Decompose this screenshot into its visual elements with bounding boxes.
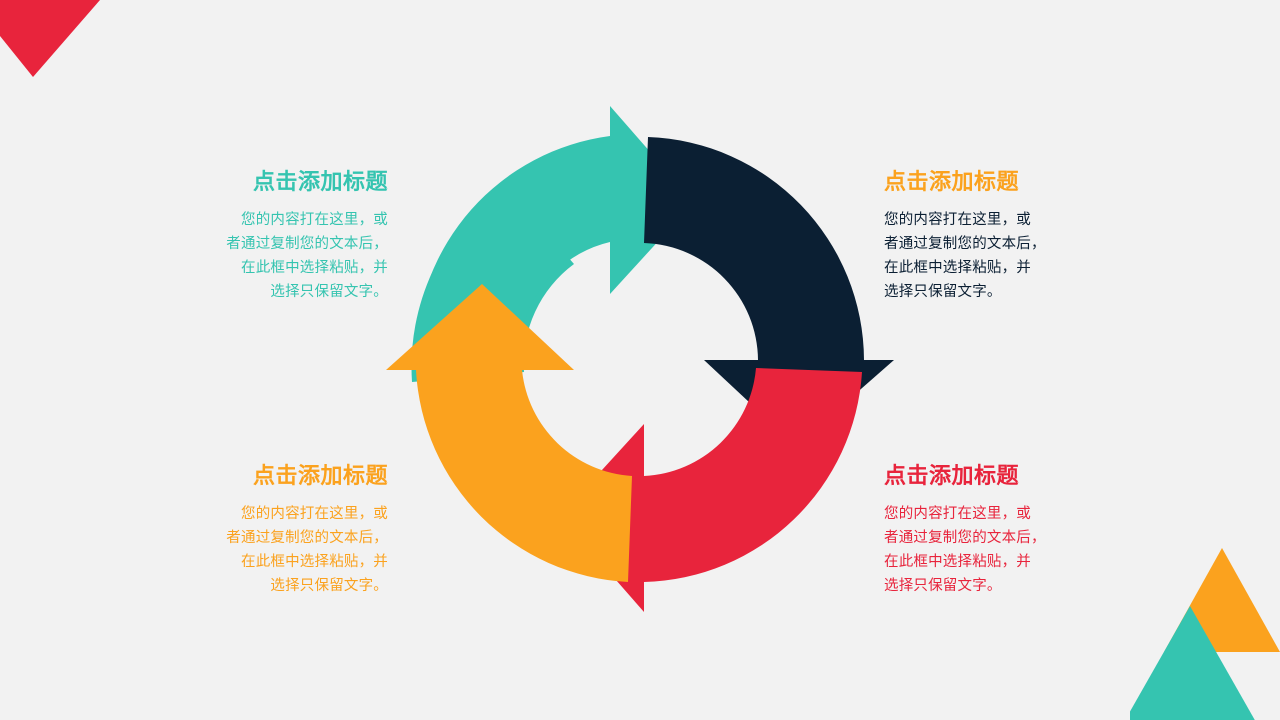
corner-triangle-teal-shape	[1130, 606, 1255, 720]
cycle-segment-orange[interactable]	[386, 284, 632, 582]
block-body-line: 您的内容打在这里，或	[884, 505, 1031, 522]
corner-triangle-red-icon	[0, 0, 100, 77]
cycle-segment-red-band	[644, 368, 862, 582]
block-body-line: 您的内容打在这里，或	[884, 211, 1031, 228]
text-block-bottom-right: 点击添加标题 您的内容打在这里，或 者通过复制您的文本后， 在此框中选择粘贴，并…	[884, 462, 1134, 598]
cycle-segment-orange-arrowhead	[386, 284, 574, 370]
block-body-line: 在此框中选择粘贴，并	[884, 553, 1031, 570]
block-body-bottom-left: 您的内容打在这里，或 者通过复制您的文本后， 在此框中选择粘贴，并 选择只保留文…	[138, 502, 388, 598]
cycle-segment-navy-band	[644, 137, 864, 360]
block-body-line: 选择只保留文字。	[270, 283, 388, 300]
block-title-top-left: 点击添加标题	[252, 169, 388, 194]
block-body-line: 您的内容打在这里，或	[241, 211, 388, 228]
corner-triangle-orange-shape	[1164, 548, 1280, 652]
cycle-diagram	[386, 106, 894, 612]
block-body-bottom-right: 您的内容打在这里，或 者通过复制您的文本后， 在此框中选择粘贴，并 选择只保留文…	[884, 502, 1134, 598]
block-body-line: 选择只保留文字。	[884, 577, 1002, 594]
block-body-line: 选择只保留文字。	[270, 577, 388, 594]
block-body-line: 在此框中选择粘贴，并	[884, 259, 1031, 276]
block-body-line: 者通过复制您的文本后，	[226, 235, 388, 252]
text-block-top-right: 点击添加标题 您的内容打在这里，或 者通过复制您的文本后， 在此框中选择粘贴，并…	[884, 168, 1134, 304]
corner-triangles-bottom-right-icon	[1130, 548, 1280, 720]
corner-triangle-red-shape	[0, 0, 100, 77]
block-body-line: 在此框中选择粘贴，并	[241, 259, 388, 276]
text-block-bottom-left: 点击添加标题 您的内容打在这里，或 者通过复制您的文本后， 在此框中选择粘贴，并…	[138, 462, 388, 598]
block-body-line: 选择只保留文字。	[884, 283, 1002, 300]
block-body-line: 者通过复制您的文本后，	[884, 235, 1046, 252]
block-body-top-left: 您的内容打在这里，或 者通过复制您的文本后， 在此框中选择粘贴，并 选择只保留文…	[138, 208, 388, 304]
block-body-line: 者通过复制您的文本后，	[884, 529, 1046, 546]
block-body-top-right: 您的内容打在这里，或 者通过复制您的文本后， 在此框中选择粘贴，并 选择只保留文…	[884, 208, 1134, 304]
block-body-line: 您的内容打在这里，或	[241, 505, 388, 522]
block-title-top-right: 点击添加标题	[884, 169, 1020, 194]
block-title-bottom-left: 点击添加标题	[252, 463, 388, 488]
block-body-line: 在此框中选择粘贴，并	[241, 553, 388, 570]
block-title-bottom-right: 点击添加标题	[884, 463, 1020, 488]
cycle-segment-orange-band	[416, 370, 632, 582]
text-block-top-left: 点击添加标题 您的内容打在这里，或 者通过复制您的文本后， 在此框中选择粘贴，并…	[138, 168, 388, 304]
block-body-line: 者通过复制您的文本后，	[226, 529, 388, 546]
